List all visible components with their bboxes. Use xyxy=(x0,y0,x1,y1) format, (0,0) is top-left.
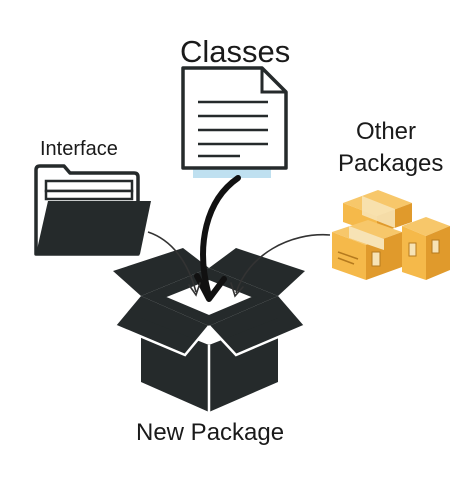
fragile-label xyxy=(408,242,417,257)
box-tape xyxy=(349,226,384,250)
box-label-line xyxy=(337,257,355,265)
classes-label: Classes xyxy=(180,34,291,69)
document-fold xyxy=(260,68,286,94)
box-flap-right xyxy=(209,248,305,296)
other-packages-label-line2: Packages xyxy=(338,150,444,177)
folder-front xyxy=(36,201,151,254)
packages-arrowhead xyxy=(230,282,244,298)
box-tape xyxy=(362,196,395,228)
box-flap-left xyxy=(113,248,209,296)
document-front-sheet xyxy=(181,66,288,170)
interface-arrowhead xyxy=(188,282,201,297)
other-packages-label-line1: Other xyxy=(356,118,417,145)
file-folder-icon xyxy=(34,164,151,256)
classes-arrowhead xyxy=(194,273,227,302)
box-face-left xyxy=(141,318,209,412)
classes-arrow xyxy=(200,175,241,295)
box-edge xyxy=(208,324,305,357)
folder-paper xyxy=(44,179,134,193)
box-edge xyxy=(115,324,210,357)
fragile-label xyxy=(431,239,440,254)
box-face-right xyxy=(209,318,278,412)
fragile-label xyxy=(371,251,381,267)
cardboard-boxes-icon xyxy=(332,190,450,280)
interface-arrow xyxy=(147,231,197,293)
packages-arrow xyxy=(235,233,331,294)
box-label-line xyxy=(337,251,359,260)
document-stack-icon xyxy=(181,66,288,178)
box-top xyxy=(402,217,450,236)
open-box-icon xyxy=(113,248,305,412)
new-package-label: New Package xyxy=(136,419,285,446)
interface-label: Interface xyxy=(40,138,118,160)
arrows xyxy=(147,175,331,302)
folder-paper xyxy=(44,189,134,201)
